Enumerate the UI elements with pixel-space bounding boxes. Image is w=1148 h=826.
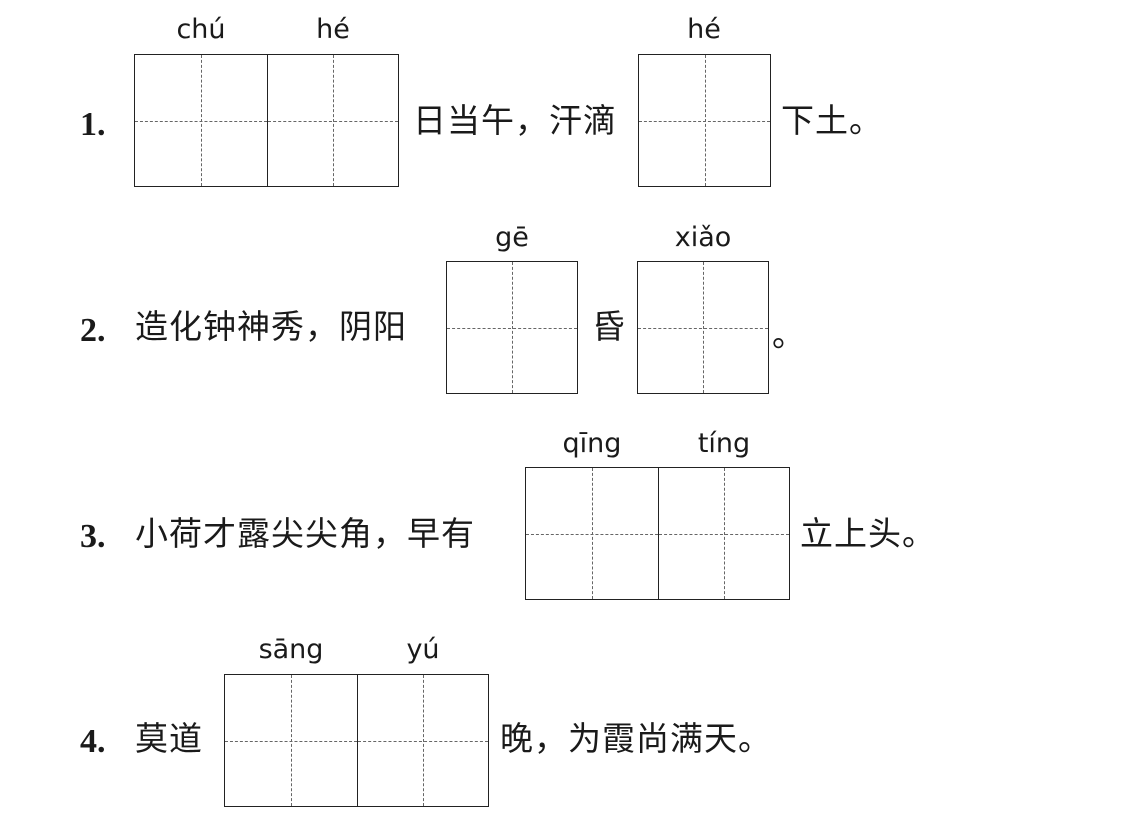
sentence-text: 下土。 <box>781 101 883 140</box>
writing-cell[interactable] <box>526 468 658 599</box>
tianzige-writing-box[interactable] <box>446 261 578 394</box>
pinyin-label: hé <box>687 14 721 45</box>
writing-cell[interactable] <box>266 55 398 186</box>
writing-cell[interactable] <box>447 262 577 393</box>
pinyin-label: chú <box>176 14 226 45</box>
pinyin-label: tíng <box>697 428 751 459</box>
writing-cell[interactable] <box>639 55 770 186</box>
writing-cell[interactable] <box>638 262 768 393</box>
sentence-text: 。 <box>772 315 806 354</box>
writing-cell[interactable] <box>356 675 488 806</box>
pinyin-label: xiǎo <box>674 222 732 253</box>
writing-cell[interactable] <box>135 55 267 186</box>
sentence-text: 莫道 <box>135 719 203 758</box>
sentence-text: 造化钟神秀，阴阳 <box>135 307 407 346</box>
sentence-text: 日当午，汗滴 <box>413 101 617 140</box>
pinyin-label: gē <box>495 222 529 253</box>
sentence-text: 小荷才露尖尖角，早有 <box>135 514 475 553</box>
pinyin-label: qīng <box>562 428 622 459</box>
question-number: 4. <box>80 723 106 760</box>
tianzige-writing-box[interactable] <box>224 674 489 807</box>
sentence-text: 晚，为霞尚满天。 <box>500 719 772 758</box>
pinyin-label: hé <box>316 14 350 45</box>
tianzige-writing-box[interactable] <box>637 261 769 394</box>
question-number: 1. <box>80 106 106 143</box>
pinyin-label: yú <box>406 634 440 665</box>
sentence-text: 立上头。 <box>800 514 936 553</box>
question-number: 2. <box>80 312 106 349</box>
tianzige-writing-box[interactable] <box>525 467 790 600</box>
writing-cell[interactable] <box>657 468 789 599</box>
tianzige-writing-box[interactable] <box>638 54 771 187</box>
question-number: 3. <box>80 518 106 555</box>
writing-cell[interactable] <box>225 675 357 806</box>
tianzige-writing-box[interactable] <box>134 54 399 187</box>
pinyin-label: sāng <box>258 634 324 665</box>
sentence-text: 昏 <box>592 307 626 346</box>
